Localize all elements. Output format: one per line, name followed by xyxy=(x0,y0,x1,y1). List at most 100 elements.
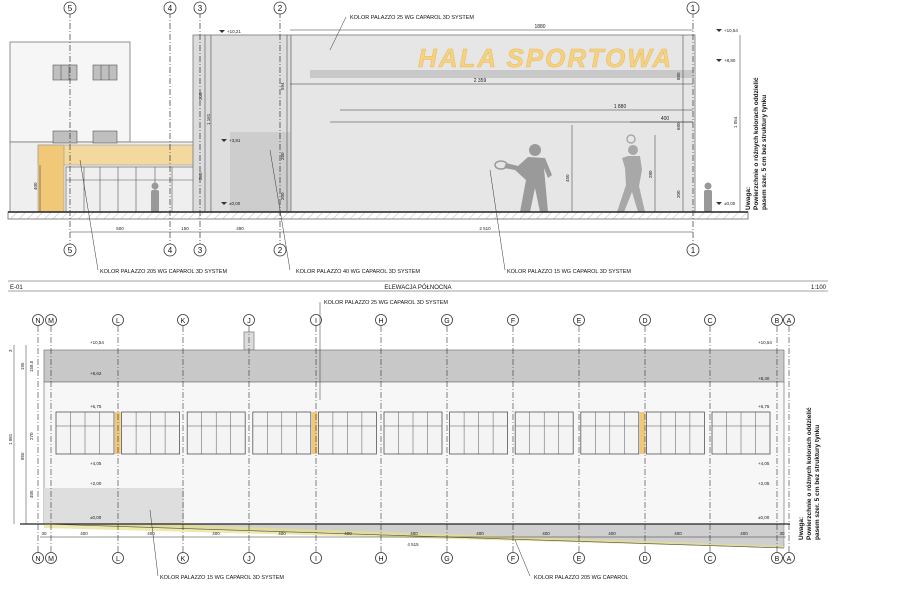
level-triangles-top xyxy=(219,29,722,205)
grid-bubble xyxy=(783,552,795,564)
grid-label: F xyxy=(511,556,515,563)
hall-dimension-lines xyxy=(290,29,693,123)
dim-v-label: 1 161 xyxy=(206,113,211,125)
dim-v-label: 300 xyxy=(198,92,203,100)
window-group xyxy=(449,411,509,455)
grid-bubble xyxy=(112,552,124,564)
yellow-spacer xyxy=(639,412,646,454)
grid-label: D xyxy=(642,318,647,325)
dim-v-label: 380 xyxy=(198,172,203,180)
window-group xyxy=(646,411,705,455)
grid-bubble xyxy=(639,552,651,564)
window-group xyxy=(121,411,180,455)
dim-label: 500 xyxy=(116,226,124,231)
grid-label: B xyxy=(775,556,780,563)
yellow-spacer xyxy=(311,412,318,454)
total-dim-label: 4 515 xyxy=(407,542,419,547)
vertical-dimension-chains xyxy=(39,35,741,212)
dim-v-label: 1 081 xyxy=(8,433,13,445)
grid-bubble xyxy=(243,314,255,326)
grid-bubble xyxy=(573,552,585,564)
grid-bubble xyxy=(243,552,255,564)
grid-label: 5 xyxy=(68,246,73,255)
grid-label: J xyxy=(247,318,251,325)
svg-text:+3,81: +3,81 xyxy=(229,138,241,143)
grid-label: I xyxy=(315,318,317,325)
callout-leaders-bottom xyxy=(149,302,531,577)
grid-bubble xyxy=(441,314,453,326)
svg-text:+8,62: +8,62 xyxy=(90,371,102,376)
window-group xyxy=(186,411,246,455)
svg-text:+8,40: +8,40 xyxy=(758,376,770,381)
grid-bubble xyxy=(771,552,783,564)
grid-label: 2 xyxy=(278,246,283,255)
window-group xyxy=(383,411,443,455)
grid-bubble xyxy=(573,314,585,326)
dim-v-label: 450 xyxy=(565,174,570,182)
left-dimension-chain xyxy=(13,345,27,524)
grid-label: D xyxy=(642,556,647,563)
dim-label: 1 880 xyxy=(614,104,627,110)
grid-label: M xyxy=(48,556,54,563)
grid-label: H xyxy=(378,318,383,325)
grid-bubble xyxy=(704,552,716,564)
svg-text:Powierzchnie o różnych kolorac: Powierzchnie o różnych kolorach oddzieli… xyxy=(753,77,760,210)
grid-bubble xyxy=(45,552,57,564)
grid-label: 3 xyxy=(198,4,203,13)
grid-bubble xyxy=(310,552,322,564)
callout-left: KOLOR PALAZZO 15 WG CAPAROL 3D SYSTEM xyxy=(160,575,284,581)
grid-bubble xyxy=(177,552,189,564)
grid-bubble xyxy=(441,552,453,564)
dim-v-label: 880 xyxy=(676,72,681,80)
bay-dim-label: 400 xyxy=(476,531,484,536)
svg-text:+10,54: +10,54 xyxy=(758,340,772,345)
top-elevation: HALA SPORTOWA xyxy=(7,1,768,275)
person-figure-right xyxy=(704,182,712,212)
grid-label: B xyxy=(775,318,780,325)
dim-v-label: 200 xyxy=(676,190,681,198)
svg-text:+6,75: +6,75 xyxy=(90,404,102,409)
grid-label: L xyxy=(116,318,120,325)
grid-label: 5 xyxy=(68,4,73,13)
bay-dim-label: 400 xyxy=(147,531,155,536)
dim-label: 150 xyxy=(181,226,189,231)
dim-v-label: 855 xyxy=(20,452,25,460)
grid-label: A xyxy=(787,556,792,563)
window-band xyxy=(55,411,771,455)
dim-v-label: 594 xyxy=(280,82,285,90)
bay-dim-label: 400 xyxy=(278,531,286,536)
grid-bubble xyxy=(45,314,57,326)
grid-bubble xyxy=(32,552,44,564)
grid-label: A xyxy=(787,318,792,325)
grid-bubble xyxy=(32,314,44,326)
svg-text:pasem szer. 5 cm bez struktury: pasem szer. 5 cm bez struktury tynku xyxy=(814,425,821,540)
annex-yellow-pillar xyxy=(37,144,65,213)
grid-bubble xyxy=(507,552,519,564)
bay-dim-label: 400 xyxy=(344,531,352,536)
bay-dim-label: 400 xyxy=(542,531,550,536)
dim-v-label: 200 xyxy=(280,192,285,200)
bay-dim-label: 400 xyxy=(740,531,748,536)
bay-dim-label: 400 xyxy=(608,531,616,536)
ground-hatch xyxy=(7,211,749,220)
svg-text:Uwaga:: Uwaga: xyxy=(798,517,805,540)
sheet-scale: 1:100 xyxy=(811,285,827,291)
grid-bubble xyxy=(507,314,519,326)
lower-left-shade xyxy=(44,488,184,524)
grid-bubbles-top xyxy=(63,1,700,257)
dim-v-label: 195 xyxy=(20,362,25,370)
window-group xyxy=(711,411,771,455)
callout-roof: KOLOR PALAZZO 25 WG CAPAROL 3D SYSTEM xyxy=(350,15,474,21)
window-group xyxy=(55,411,115,455)
callout-hall: KOLOR PALAZZO 15 WG CAPAROL 3D SYSTEM xyxy=(507,269,631,275)
svg-text:+4,05: +4,05 xyxy=(90,461,102,466)
dim-v-label: 680 xyxy=(676,122,681,130)
dim-v-label: 270 xyxy=(29,432,34,440)
svg-text:±0,00: ±0,00 xyxy=(724,201,736,206)
grid-bubble xyxy=(639,314,651,326)
dim-label: 2 510 xyxy=(479,226,491,231)
